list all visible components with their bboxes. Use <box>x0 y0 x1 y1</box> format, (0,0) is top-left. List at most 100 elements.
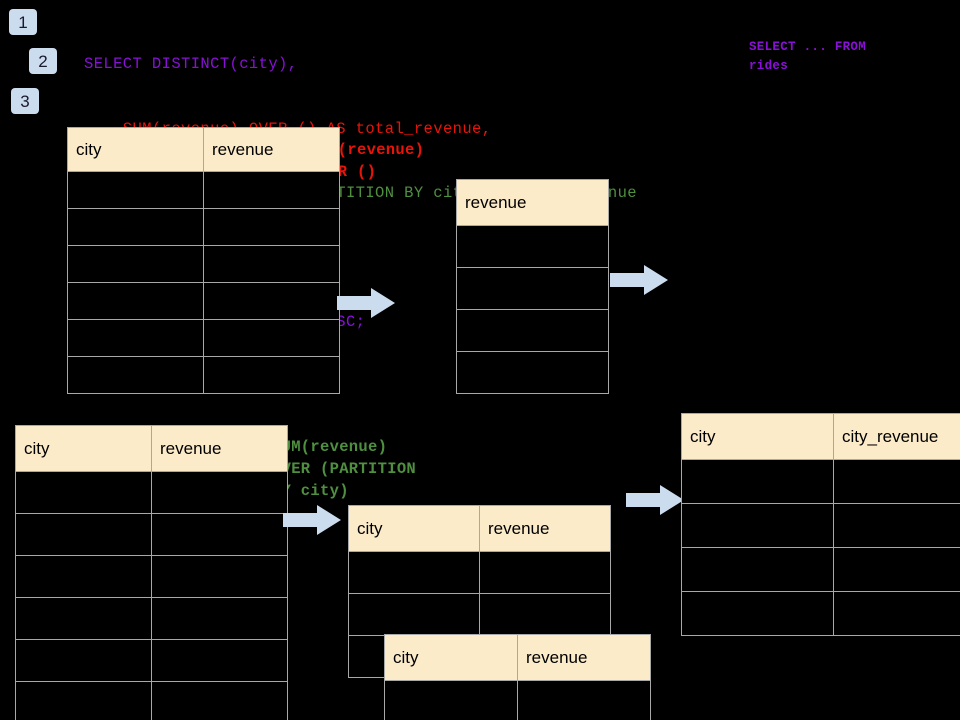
cell-city-revenue <box>833 503 960 548</box>
cell-revenue <box>151 681 288 720</box>
arrow-shaft <box>283 513 319 527</box>
cell-city <box>67 356 204 394</box>
cell-revenue <box>456 267 609 310</box>
cell-revenue <box>151 513 288 556</box>
arrow-head <box>371 288 395 318</box>
table-row <box>15 471 288 514</box>
cell-city <box>384 680 518 720</box>
sql-line-select: SELECT DISTINCT(city), <box>84 55 298 73</box>
cell-city <box>67 245 204 283</box>
column-header-revenue: revenue <box>517 634 651 681</box>
arrow-source-to-total <box>337 288 395 318</box>
table-header-row: revenue <box>456 179 609 226</box>
cell-city <box>67 171 204 209</box>
arrow-head <box>644 265 668 295</box>
total-revenue-table: revenue <box>456 179 609 394</box>
column-header-city-revenue: city_revenue <box>833 413 960 460</box>
table-row <box>67 282 340 320</box>
cell-city <box>681 591 834 636</box>
cell-city-revenue <box>833 591 960 636</box>
cell-revenue <box>203 208 340 246</box>
cell-city <box>681 459 834 504</box>
table-header-row: city revenue <box>15 425 288 472</box>
step-badge-2: 2 <box>29 48 57 74</box>
cell-revenue <box>479 593 611 636</box>
column-header-revenue: revenue <box>151 425 288 472</box>
cell-city <box>15 513 152 556</box>
cell-city-revenue <box>833 547 960 592</box>
cell-revenue <box>151 639 288 682</box>
table-row <box>15 597 288 640</box>
arrow-head <box>660 485 684 515</box>
arrow-source-to-partition <box>283 505 341 535</box>
table-row <box>456 225 609 268</box>
table-row <box>681 459 960 504</box>
step-badge-1: 1 <box>9 9 37 35</box>
table-row <box>681 591 960 636</box>
cell-city <box>15 639 152 682</box>
cell-revenue <box>456 351 609 394</box>
table-row <box>681 503 960 548</box>
table-row <box>15 681 288 720</box>
column-header-revenue: revenue <box>479 505 611 552</box>
column-header-city: city <box>67 127 204 172</box>
table-row <box>67 245 340 283</box>
table-row <box>67 208 340 246</box>
cell-city <box>681 547 834 592</box>
column-header-city: city <box>384 634 518 681</box>
cell-city <box>15 597 152 640</box>
partition-source-table: city revenue <box>15 425 288 720</box>
column-header-city: city <box>348 505 480 552</box>
cell-revenue <box>203 171 340 209</box>
table-header-row: city city_revenue <box>681 413 960 460</box>
cell-city <box>67 282 204 320</box>
column-header-revenue: revenue <box>456 179 609 226</box>
table-row <box>67 171 340 209</box>
cell-city-revenue <box>833 459 960 504</box>
cell-revenue <box>151 597 288 640</box>
annotation-select-from: SELECT ... FROM rides <box>749 40 867 73</box>
cell-revenue <box>203 245 340 283</box>
result-table: city city_revenue <box>681 413 960 636</box>
table-row <box>348 593 611 636</box>
cell-city <box>15 555 152 598</box>
arrow-head <box>317 505 341 535</box>
cell-revenue <box>479 551 611 594</box>
partition-group-table-front: city revenue <box>384 634 651 720</box>
table-row <box>15 555 288 598</box>
cell-revenue <box>203 282 340 320</box>
cell-revenue <box>456 309 609 352</box>
cell-city <box>348 551 480 594</box>
column-header-revenue: revenue <box>203 127 340 172</box>
table-row <box>456 309 609 352</box>
table-row <box>681 547 960 592</box>
cell-city <box>681 503 834 548</box>
cell-city <box>348 593 480 636</box>
table-row <box>67 319 340 357</box>
cell-city <box>15 681 152 720</box>
column-header-city: city <box>681 413 834 460</box>
cell-revenue <box>203 356 340 394</box>
arrow-shaft <box>610 273 646 287</box>
arrow-shaft <box>626 493 662 507</box>
cell-city <box>67 208 204 246</box>
arrow-shaft <box>337 296 373 310</box>
cell-revenue <box>151 555 288 598</box>
table-row <box>15 639 288 682</box>
column-header-city: city <box>15 425 152 472</box>
arrow-total-to-result <box>610 265 668 295</box>
step-badge-3: 3 <box>11 88 39 114</box>
table-row <box>456 351 609 394</box>
table-header-row: city revenue <box>384 634 651 681</box>
table-row <box>67 356 340 394</box>
table-row <box>348 551 611 594</box>
cell-city <box>67 319 204 357</box>
table-header-row: city revenue <box>348 505 611 552</box>
cell-revenue <box>456 225 609 268</box>
table-row <box>15 513 288 556</box>
annotation-sum-over-partition: SUM(revenue) OVER (PARTITION BY city) <box>272 438 417 500</box>
cell-revenue <box>151 471 288 514</box>
table-row <box>384 680 651 720</box>
table-row <box>456 267 609 310</box>
